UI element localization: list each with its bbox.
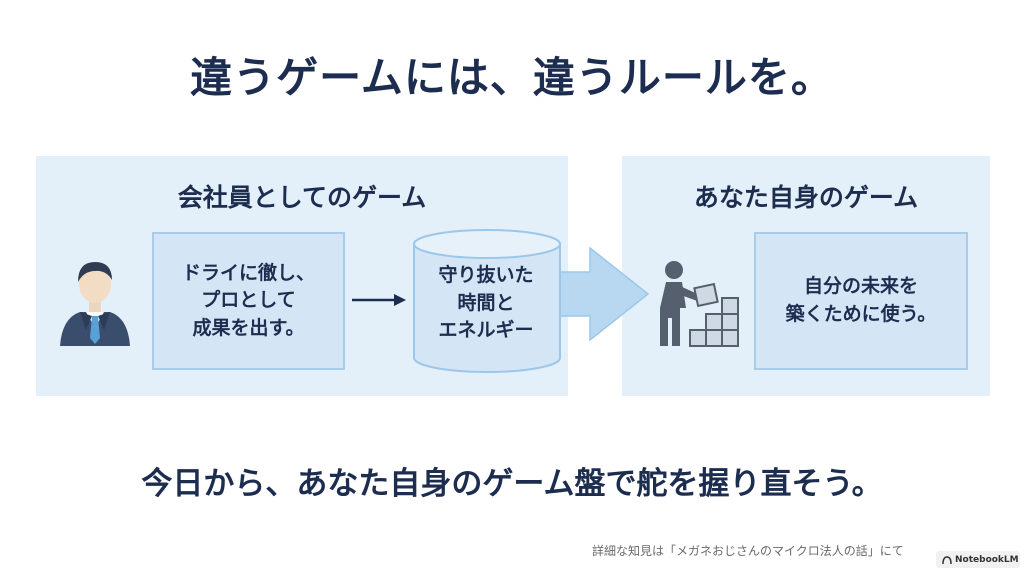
source-note: 詳細な知見は「メガネおじさんのマイクロ法人の話」にて	[592, 544, 904, 558]
box-right-line: 自分の未来を	[803, 275, 918, 298]
call-to-action: 今日から、あなた自身のゲーム盤で舵を握り直そう。	[141, 466, 883, 502]
cylinder-line: エネルギー	[438, 319, 534, 342]
build-future-box: 自分の未来を 築くために使う。	[754, 232, 968, 370]
notebooklm-badge: NotebookLM	[936, 551, 1020, 568]
cylinder-icon	[413, 229, 561, 373]
own-game-title: あなた自身のゲーム	[693, 183, 919, 212]
box-left-line: プロとして	[201, 289, 296, 312]
box-left-line: 成果を出す。	[192, 316, 305, 339]
company-game-title: 会社員としてのゲーム	[177, 183, 427, 212]
box-left-line: ドライに徹し、	[181, 261, 315, 284]
notebooklm-logo-icon	[942, 555, 952, 564]
businessman-icon	[60, 262, 130, 346]
professional-mindset-box: ドライに徹し、 プロとして 成果を出す。	[152, 232, 345, 370]
badge-label: NotebookLM	[955, 554, 1019, 565]
arrow-right-icon	[352, 294, 406, 306]
box-right-line: 築くために使う。	[785, 303, 937, 325]
slide-title: 違うゲームには、違うルールを。	[190, 53, 834, 102]
worker-stacking-blocks-icon	[660, 261, 739, 347]
cylinder-line: 時間と	[457, 291, 515, 314]
saved-time-energy-text: 守り抜いた 時間と エネルギー	[412, 262, 560, 345]
cylinder-line: 守り抜いた	[438, 264, 534, 286]
